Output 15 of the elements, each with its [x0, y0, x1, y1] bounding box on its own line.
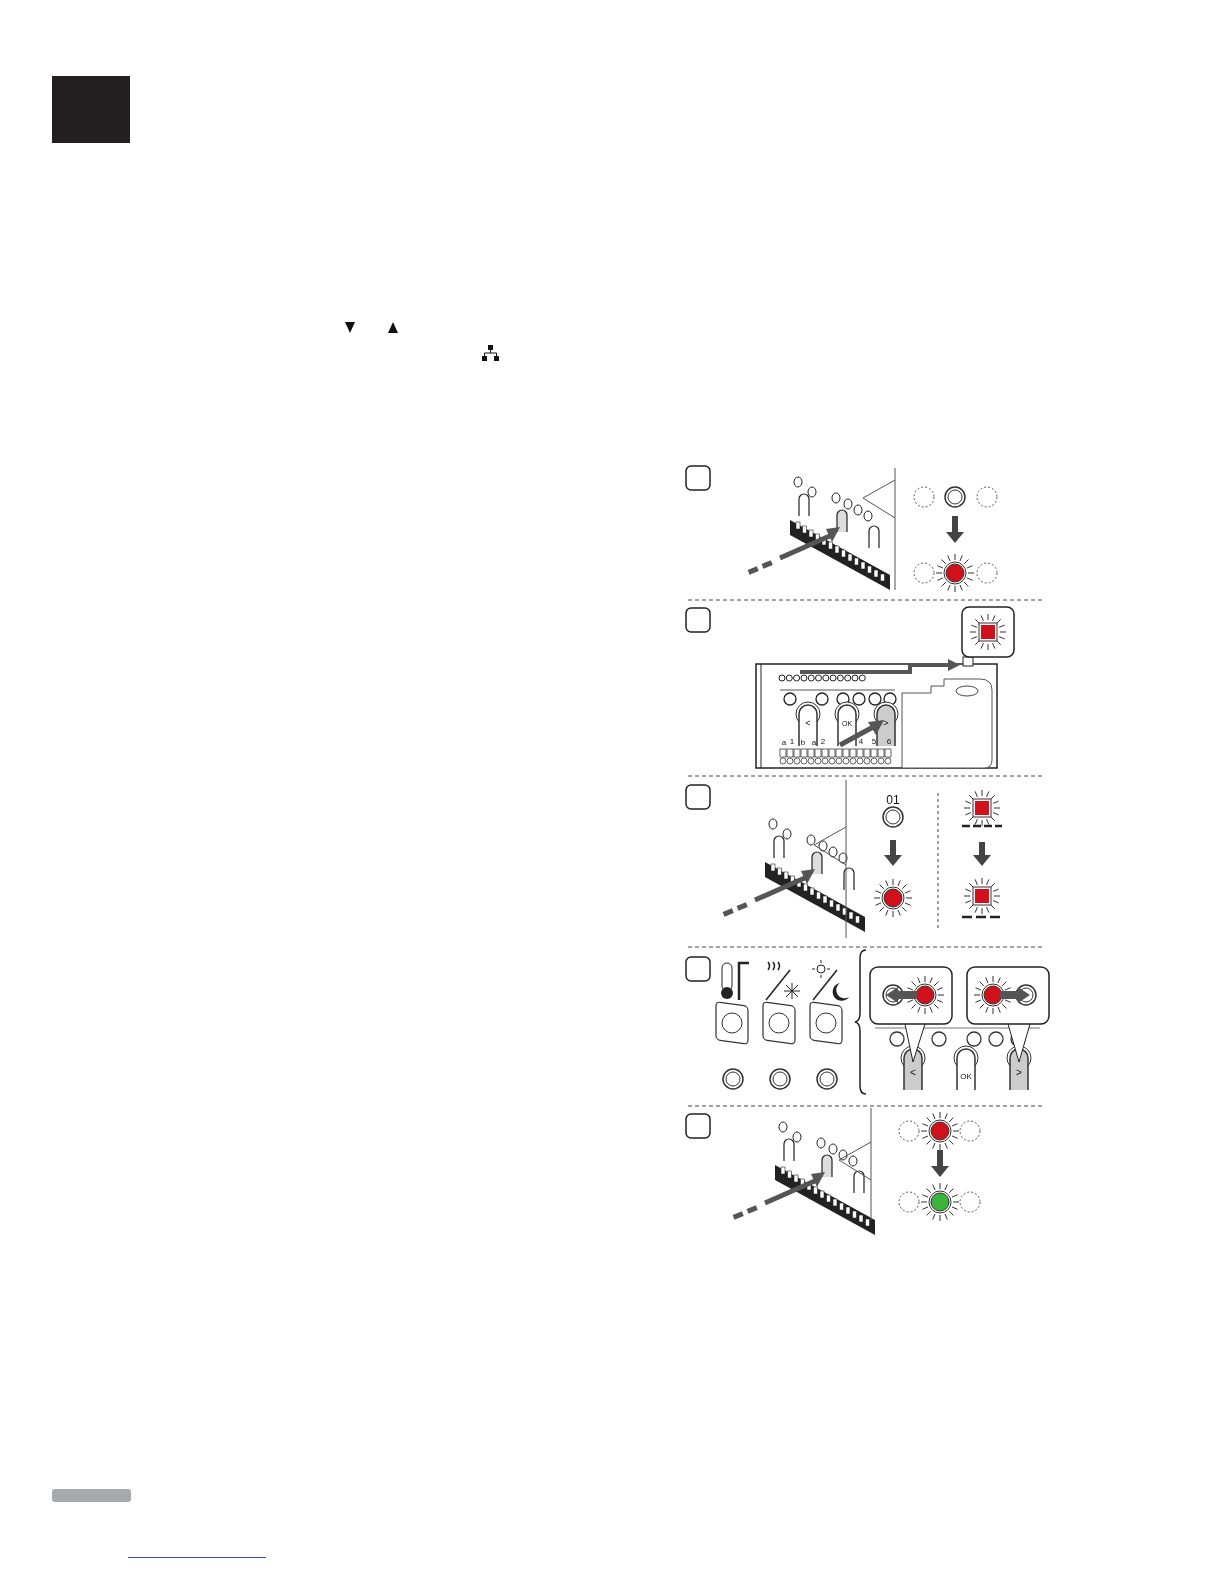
label-text: OK — [960, 1073, 972, 1081]
label-text: 6 — [886, 738, 892, 746]
label-text: 4 — [858, 738, 864, 746]
label-text: a — [781, 739, 787, 747]
label-text: 2 — [820, 738, 826, 746]
label-text: 1 — [789, 738, 795, 746]
label-text: b — [800, 739, 806, 747]
label-text: > — [1016, 1068, 1022, 1078]
label-text: < — [910, 1068, 916, 1078]
label-text: 01 — [886, 794, 900, 806]
label-text: < — [805, 718, 811, 728]
label-text: 5 — [871, 738, 877, 746]
label-text: a — [811, 739, 817, 747]
label-text: > — [883, 718, 889, 728]
section-tab — [52, 76, 130, 143]
